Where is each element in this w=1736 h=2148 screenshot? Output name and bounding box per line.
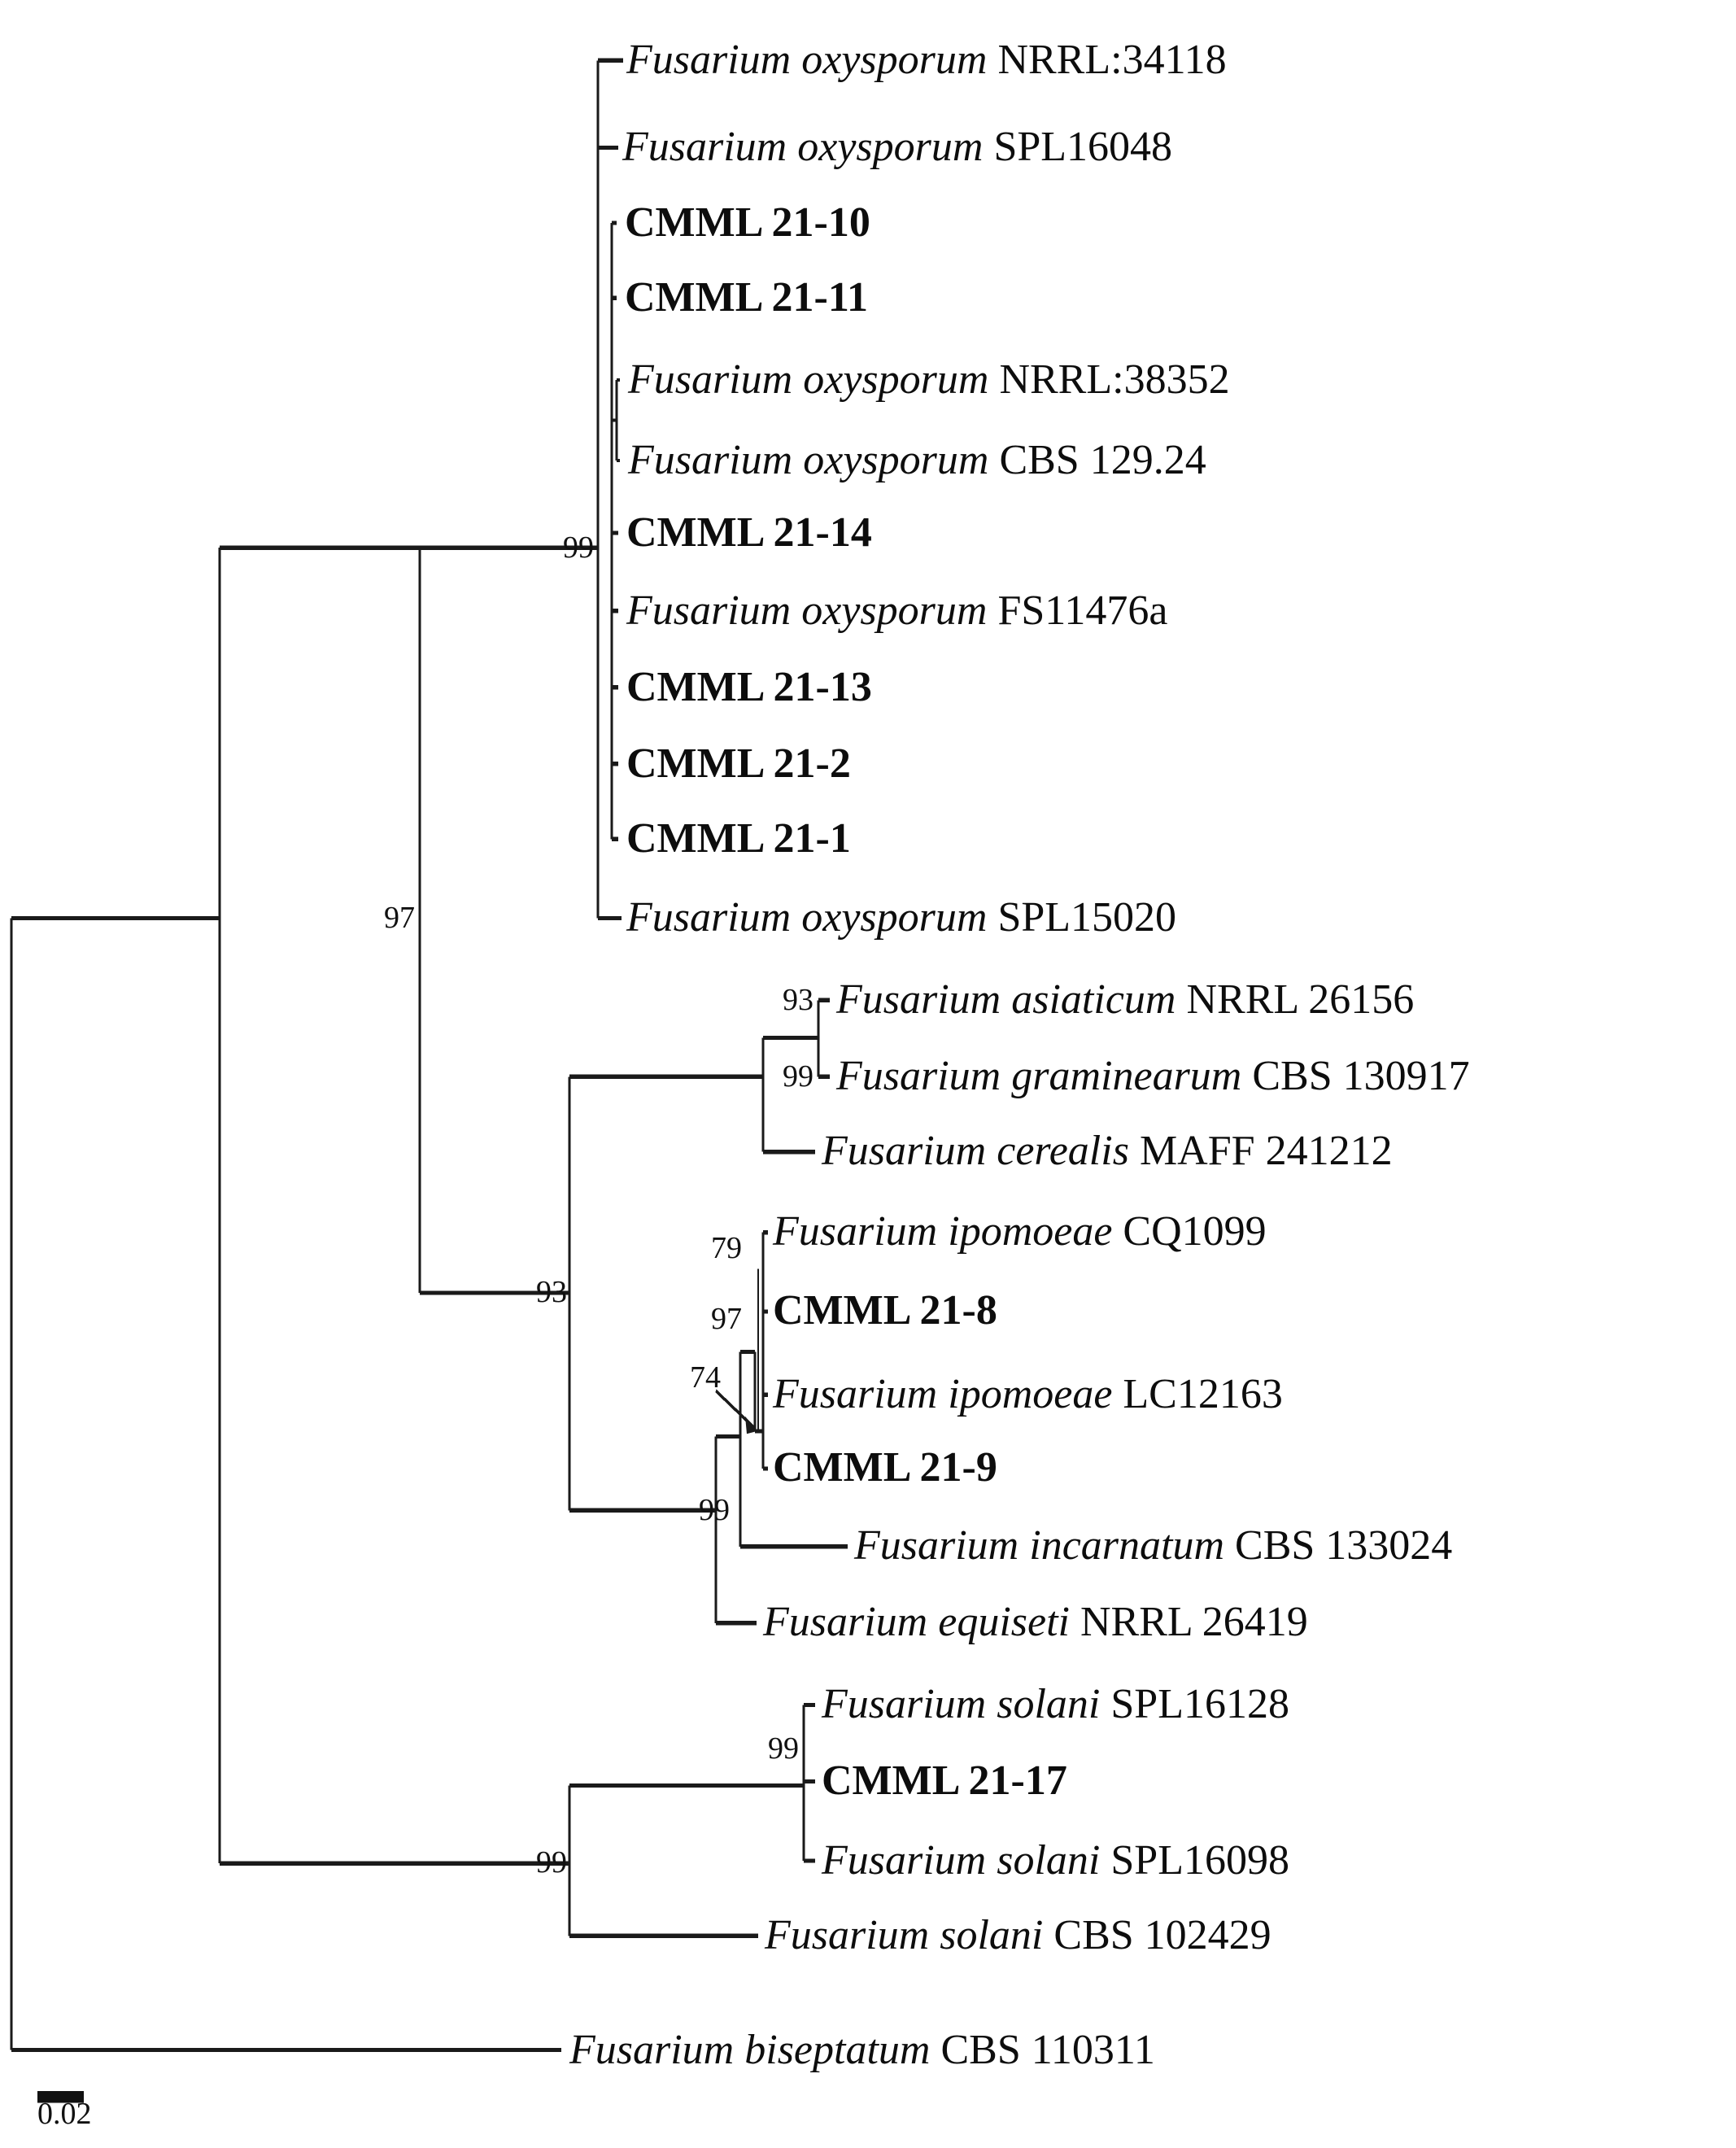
leaf-taxon-name: Fusarium (854, 1522, 1019, 1569)
leaf-label-cmml-21-10: CMML 21-10 (625, 199, 870, 246)
leaf-label-graminearum-cbs130917: Fusarium graminearum CBS 130917 (836, 1055, 1470, 1098)
leaf-taxon-name: Fusarium (626, 894, 792, 941)
leaf-taxon-name: Fusarium (822, 1128, 987, 1174)
leaf-taxon-name: Fusarium (822, 1837, 987, 1884)
leaf-label-cmml-21-17: CMML 21-17 (822, 1757, 1067, 1804)
leaf-label-cmml-21-1: CMML 21-1 (626, 815, 851, 862)
leaf-strain-code: SPL16128 (1110, 1681, 1289, 1727)
scale-bar-label: 0.02 (37, 2097, 92, 2131)
leaf-strain-code: SPL16048 (993, 124, 1173, 170)
leaf-taxon-epithet: oxysporum (797, 124, 984, 170)
leaf-label-cmml-21-11: CMML 21-11 (625, 274, 868, 321)
leaf-taxon-name: Fusarium (765, 1912, 930, 1958)
support-value-ipomoeae-top: 79 (711, 1231, 742, 1265)
leaf-taxon-epithet: oxysporum (801, 894, 988, 941)
leaf-label-solani-spl16128: Fusarium solani SPL16128 (822, 1683, 1289, 1726)
leaf-strain-code: NRRL 26156 (1186, 976, 1415, 1023)
leaf-label-oxysporum-nrrl38352: Fusarium oxysporum NRRL:38352 (628, 359, 1230, 401)
leaf-taxon-name: Fusarium (569, 2027, 735, 2073)
support-value-fssc: 99 (536, 1845, 567, 1880)
support-value-fgsc: 99 (783, 1059, 813, 1094)
leaf-label-incarnatum-cbs133024: Fusarium incarnatum CBS 133024 (854, 1525, 1452, 1567)
leaf-strain-code: CQ1099 (1123, 1208, 1267, 1255)
leaf-taxon-name: Fusarium (773, 1208, 938, 1255)
leaf-taxon-name: Fusarium (622, 124, 787, 170)
leaf-taxon-epithet: oxysporum (803, 356, 989, 403)
support-value-fgsc-inner: 93 (783, 983, 813, 1017)
leaf-label-cmml-21-13: CMML 21-13 (626, 664, 872, 710)
leaf-label-asiaticum-nrrl26156: Fusarium asiaticum NRRL 26156 (836, 979, 1414, 1021)
leaf-taxon-epithet: asiaticum (1011, 976, 1176, 1023)
leaf-taxon-name: Fusarium (628, 356, 793, 403)
leaf-label-solani-spl16098: Fusarium solani SPL16098 (822, 1840, 1289, 1882)
leaf-taxon-epithet: biseptatum (744, 2027, 931, 2073)
leaf-taxon-name: Fusarium (822, 1681, 987, 1727)
support-value-node93-backbone: 93 (536, 1275, 567, 1309)
leaf-strain-code: CBS 133024 (1235, 1522, 1453, 1569)
leaf-label-oxysporum-spl15020: Fusarium oxysporum SPL15020 (626, 897, 1176, 939)
support-value-node97-backbone: 97 (384, 901, 415, 935)
leaf-strain-code: SPL15020 (997, 894, 1177, 941)
support-value-ipomoeae-mid: 97 (711, 1302, 742, 1336)
leaf-strain-code: NRRL:34118 (997, 37, 1227, 83)
leaf-taxon-epithet: oxysporum (801, 37, 988, 83)
leaf-taxon-epithet: ipomoeae (948, 1371, 1113, 1417)
leaf-label-oxysporum-fs11476a: Fusarium oxysporum FS11476a (626, 590, 1167, 632)
leaf-taxon-epithet: ipomoeae (948, 1208, 1113, 1255)
leaf-label-ipomoeae-cq1099: Fusarium ipomoeae CQ1099 (773, 1211, 1267, 1253)
leaf-label-ipomoeae-lc12163: Fusarium ipomoeae LC12163 (773, 1373, 1283, 1416)
leaf-label-oxysporum-spl16048: Fusarium oxysporum SPL16048 (622, 126, 1172, 168)
leaf-strain-code: NRRL:38352 (999, 356, 1230, 403)
leaf-strain-code: CBS 130917 (1252, 1053, 1470, 1099)
leaf-label-cmml-21-8: CMML 21-8 (773, 1287, 997, 1334)
leaf-taxon-epithet: oxysporum (803, 437, 989, 483)
leaf-taxon-name: Fusarium (626, 37, 792, 83)
leaf-strain-code: LC12163 (1123, 1371, 1283, 1417)
leaf-taxon-name: Fusarium (626, 587, 792, 634)
leaf-label-oxysporum-cbs12924: Fusarium oxysporum CBS 129.24 (628, 439, 1206, 482)
support-value-fiesc: 99 (699, 1493, 730, 1527)
support-74-arrow-head (745, 1416, 757, 1434)
leaf-label-oxysporum-nrrl34118: Fusarium oxysporum NRRL:34118 (626, 39, 1227, 81)
leaf-label-cmml-21-9: CMML 21-9 (773, 1444, 997, 1491)
leaf-taxon-name: Fusarium (836, 976, 1001, 1023)
leaf-taxon-name: Fusarium (773, 1371, 938, 1417)
support-value-solani-inner: 99 (768, 1731, 799, 1766)
leaf-label-equiseti-nrrl26419: Fusarium equiseti NRRL 26419 (763, 1601, 1308, 1644)
leaf-taxon-epithet: cerealis (997, 1128, 1129, 1174)
leaf-label-cmml-21-14: CMML 21-14 (626, 509, 872, 556)
leaf-taxon-epithet: incarnatum (1029, 1522, 1225, 1569)
leaf-strain-code: NRRL 26419 (1080, 1599, 1308, 1645)
leaf-taxon-epithet: solani (940, 1912, 1044, 1958)
support-value-fosc: 99 (563, 530, 594, 565)
leaf-taxon-name: Fusarium (628, 437, 793, 483)
leaf-strain-code: FS11476a (997, 587, 1168, 634)
leaf-label-cerealis-maff241212: Fusarium cerealis MAFF 241212 (822, 1130, 1393, 1172)
leaf-taxon-epithet: oxysporum (801, 587, 988, 634)
leaf-strain-code: CBS 110311 (940, 2027, 1155, 2073)
leaf-strain-code: MAFF 241212 (1139, 1128, 1393, 1174)
leaf-taxon-epithet: solani (997, 1837, 1101, 1884)
support-value-ipomoeae-low: 74 (690, 1360, 721, 1395)
leaf-taxon-epithet: equiseti (938, 1599, 1070, 1645)
leaf-taxon-epithet: graminearum (1011, 1053, 1242, 1099)
leaf-label-cmml-21-2: CMML 21-2 (626, 740, 851, 787)
leaf-taxon-name: Fusarium (763, 1599, 928, 1645)
leaf-taxon-name: Fusarium (836, 1053, 1001, 1099)
leaf-label-solani-cbs102429: Fusarium solani CBS 102429 (765, 1914, 1271, 1957)
leaf-strain-code: SPL16098 (1110, 1837, 1289, 1884)
leaf-strain-code: CBS 102429 (1053, 1912, 1271, 1958)
leaf-label-biseptatum-cbs110311: Fusarium biseptatum CBS 110311 (569, 2029, 1155, 2072)
leaf-taxon-epithet: solani (997, 1681, 1101, 1727)
leaf-strain-code: CBS 129.24 (999, 437, 1206, 483)
